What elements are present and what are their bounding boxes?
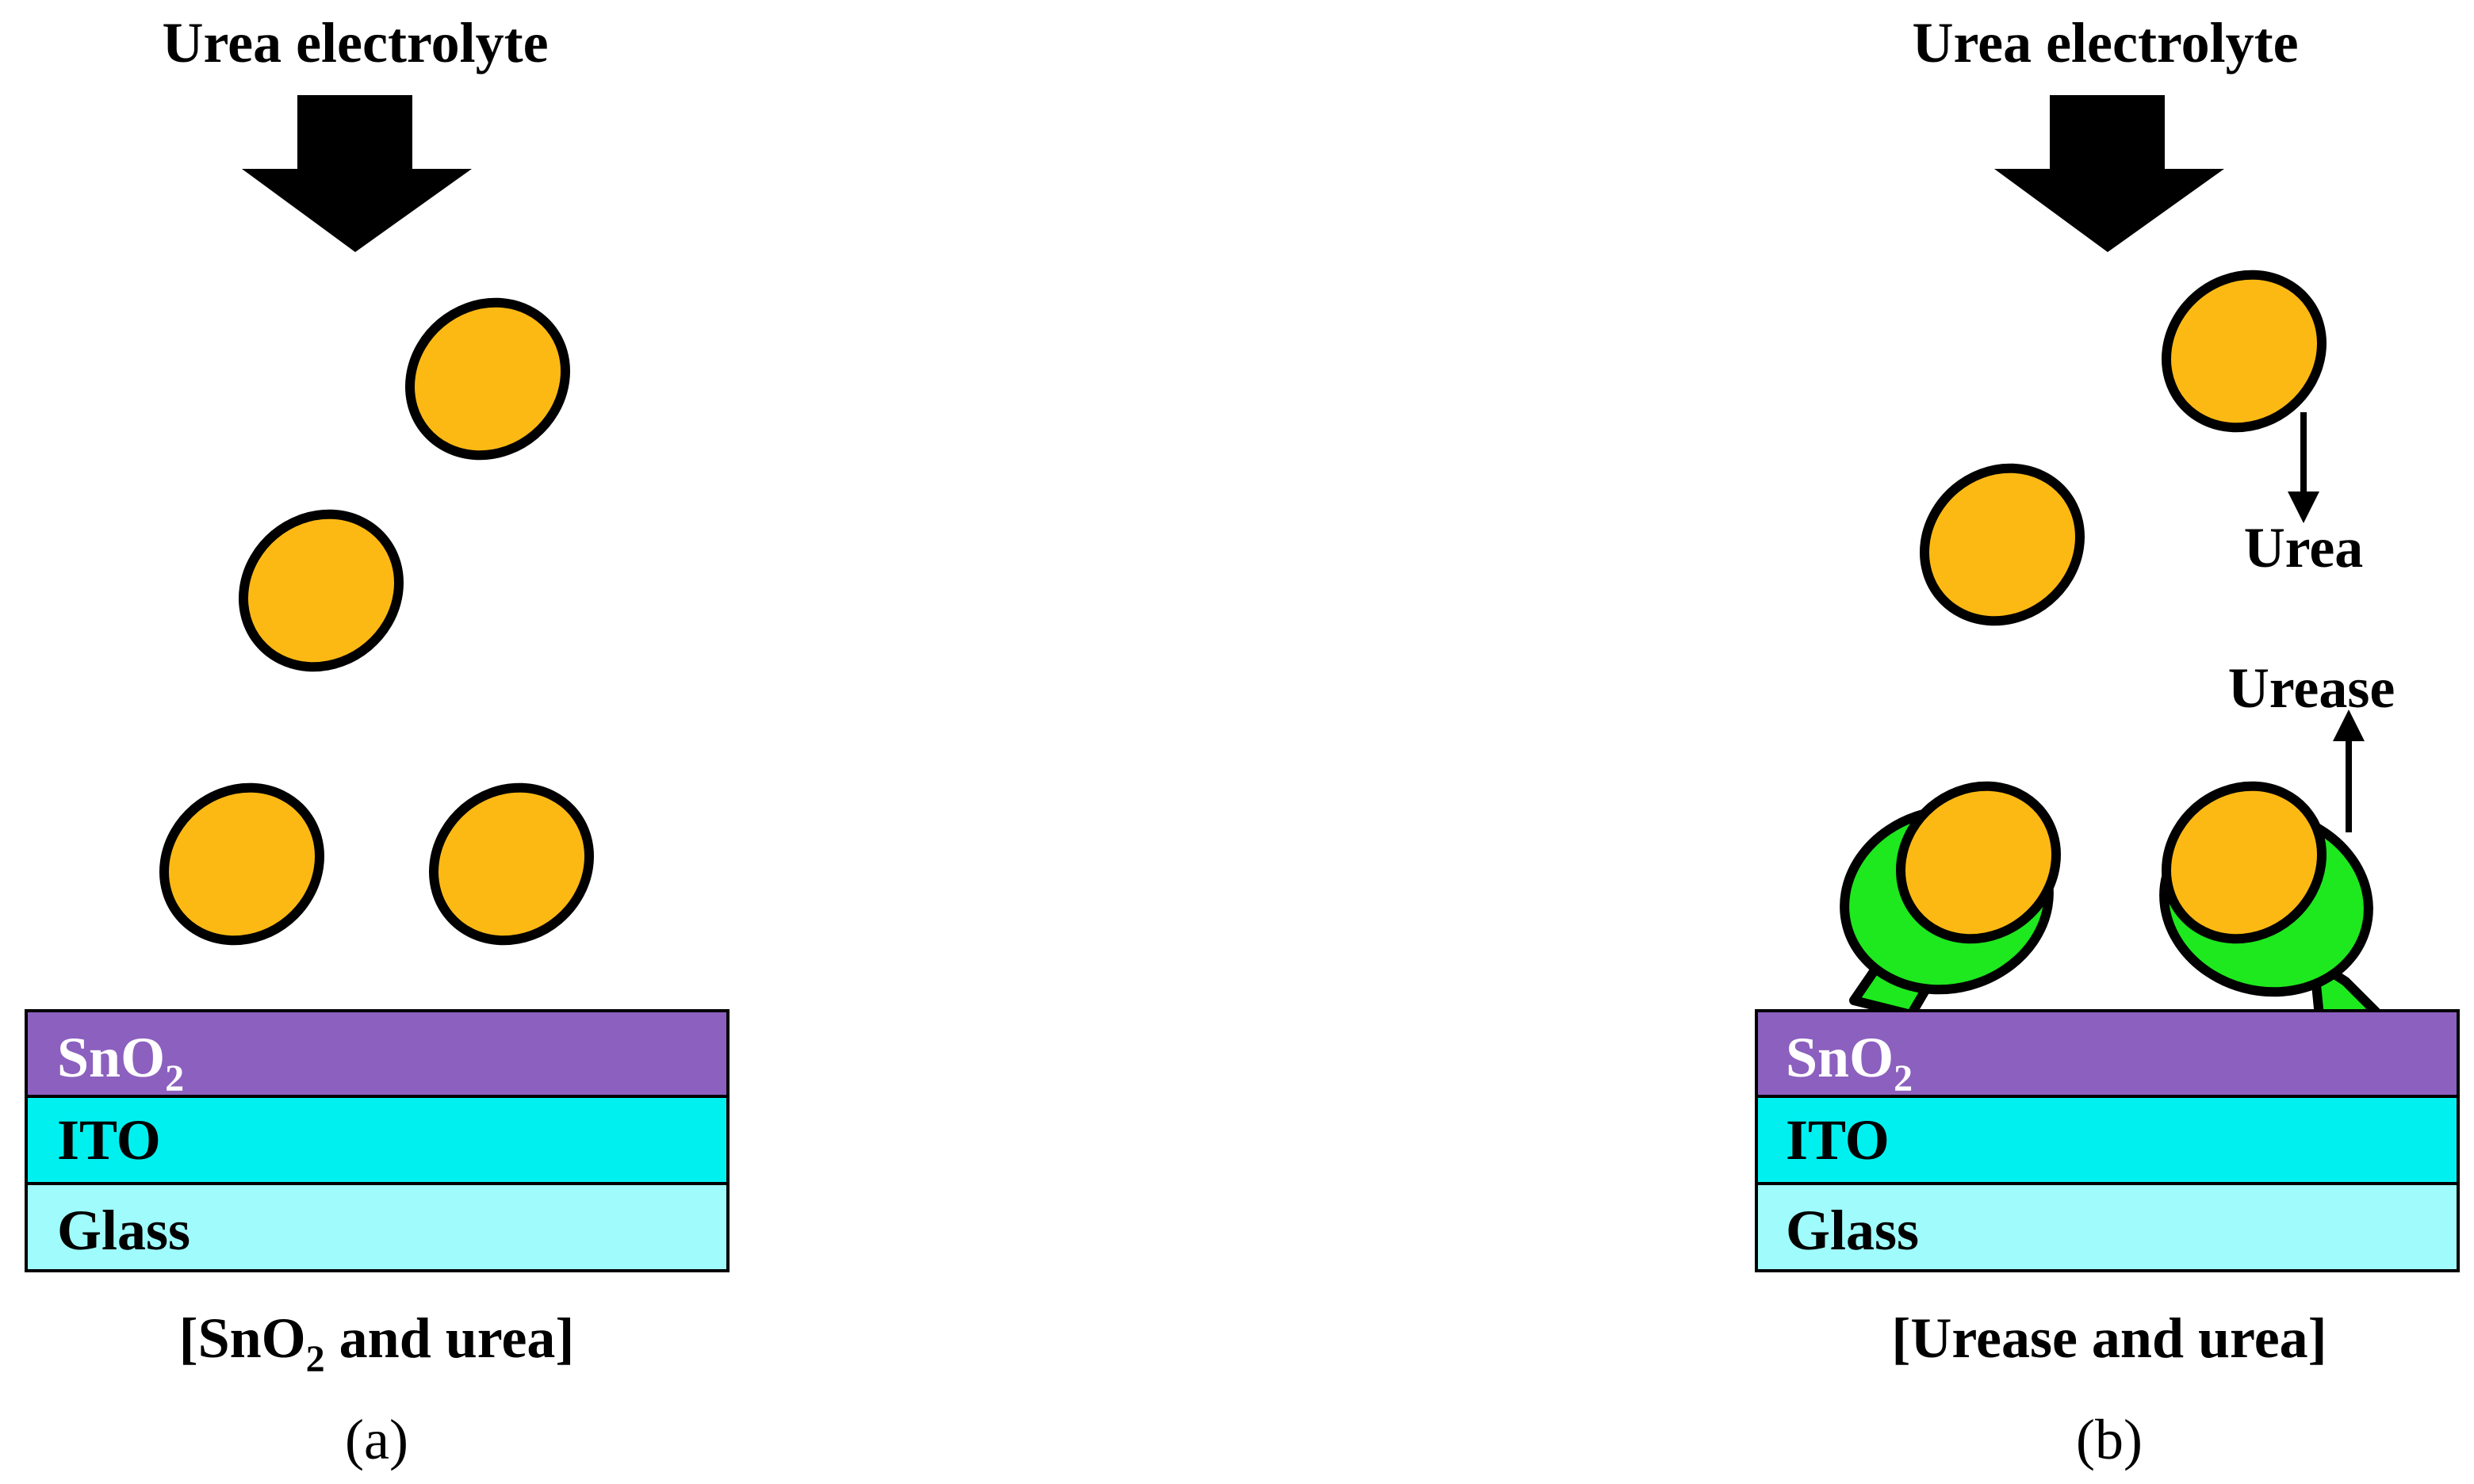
ito-layer [1755,1095,2460,1185]
urea-label: Urea [2244,516,2364,579]
panel-b-label: (b) [2076,1408,2143,1471]
panel-a-substrate: SnO2 ITO Glass [25,1009,730,1272]
urea-particle [429,782,594,946]
glass-layer-label: Glass [1786,1199,1919,1262]
panel-a-urea-particles [159,297,594,946]
urea-particle [159,782,324,946]
sno2-layer [25,1009,730,1098]
urea-particle [405,297,570,461]
urea-particle [239,509,404,672]
urea-particle [1920,463,2085,626]
panel-b-down-arrow [1994,95,2224,252]
panel-b-electrolyte-label: Urea electrolyte [1912,11,2298,75]
panel-a-label: (a) [345,1408,408,1471]
glass-layer-label: Glass [57,1199,190,1262]
urea-particle-bound [1896,781,2061,944]
glass-layer [25,1182,730,1272]
urease-label: Urease [2228,656,2395,720]
panel-b: Urea electrolyte Urea Urease SnO2 ITO [1755,11,2460,1471]
ito-layer-label: ITO [57,1108,161,1172]
ito-layer-label: ITO [1786,1108,1890,1172]
panel-a-caption: [SnO2 and urea] [179,1306,575,1380]
panel-a-down-arrow [242,95,472,252]
panel-b-caption: [Urease and urea] [1891,1306,2327,1370]
panel-a: Urea electrolyte SnO2 ITO Glass [SnO2 an… [25,11,730,1471]
panel-b-substrate: SnO2 ITO Glass [1755,1009,2460,1272]
sno2-layer-label: SnO2 [57,1026,184,1100]
glass-layer [1755,1182,2460,1272]
ito-layer [25,1095,730,1185]
sno2-layer-label: SnO2 [1786,1026,1913,1100]
urea-particle [2162,270,2327,433]
sno2-layer [1755,1009,2460,1098]
panel-b-urea-particles [1896,270,2327,944]
urea-particle-bound [2162,781,2327,944]
panel-a-electrolyte-label: Urea electrolyte [162,11,548,75]
